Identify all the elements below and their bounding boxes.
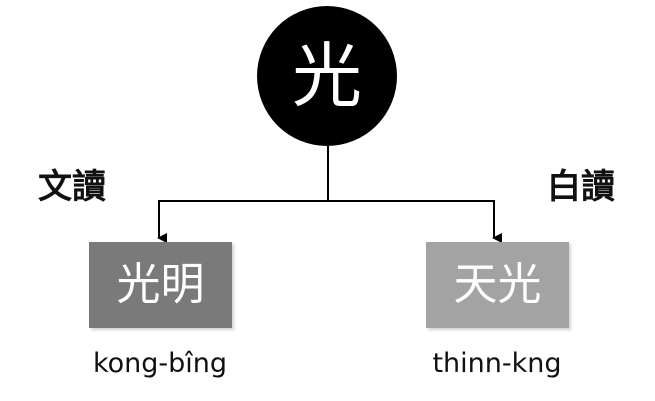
root-character: 光: [292, 35, 362, 117]
colloquial-reading-label: 白讀: [547, 167, 615, 207]
colloquial-word-box: 天光: [426, 242, 569, 328]
colloquial-word: 天光: [453, 259, 542, 310]
literary-word-box: 光明: [89, 242, 232, 328]
literary-word: 光明: [116, 259, 205, 310]
literary-romanization: kong-bîng: [92, 348, 228, 379]
literary-reading-label: 文讀: [38, 167, 106, 207]
colloquial-romanization: thinn-kng: [432, 348, 562, 379]
root-character-node: 光: [257, 6, 397, 146]
